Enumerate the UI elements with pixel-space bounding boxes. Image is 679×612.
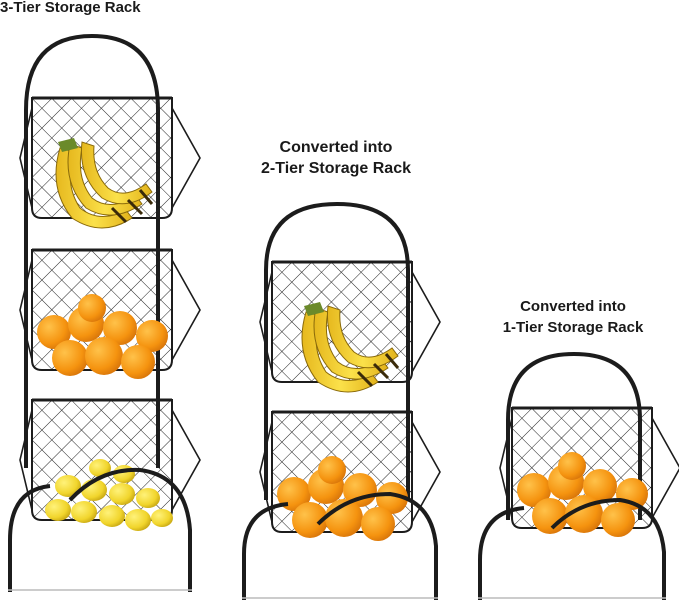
- rack-2-leg-base: [242, 491, 438, 600]
- rack-3-basket-middle: [18, 248, 202, 379]
- caption-2-tier-line2: 2-Tier Storage Rack: [261, 160, 411, 177]
- rack-3-leg-base: [8, 467, 192, 592]
- rack-3-basket-top: [18, 96, 202, 230]
- rack-2-basket-top: [258, 260, 442, 394]
- rack-1-leg-base: [478, 497, 666, 600]
- rack-1-arch-frame: [506, 351, 642, 520]
- rack-2-basket-bottom: [258, 410, 442, 541]
- rack-3-tier: [8, 33, 202, 592]
- caption-3-tier: 3-Tier Storage Rack: [0, 0, 141, 18]
- rack-2-tier: [242, 201, 442, 600]
- rack-3-basket-bottom: [18, 398, 202, 531]
- caption-2-tier-line1: Converted into: [279, 139, 393, 156]
- rack-2-arch-frame: [264, 201, 410, 500]
- caption-1-tier-line2: 1-Tier Storage Rack: [502, 319, 644, 336]
- caption-3-tier-line1: 3-Tier Storage Rack: [0, 0, 141, 16]
- caption-1-tier: Converted into 1-Tier Storage Rack: [478, 296, 668, 338]
- rack-1-tier: [478, 351, 679, 600]
- rack-3-arch-frame: [24, 33, 160, 468]
- caption-2-tier: Converted into 2-Tier Storage Rack: [236, 137, 436, 179]
- caption-1-tier-line1: Converted into: [520, 298, 626, 315]
